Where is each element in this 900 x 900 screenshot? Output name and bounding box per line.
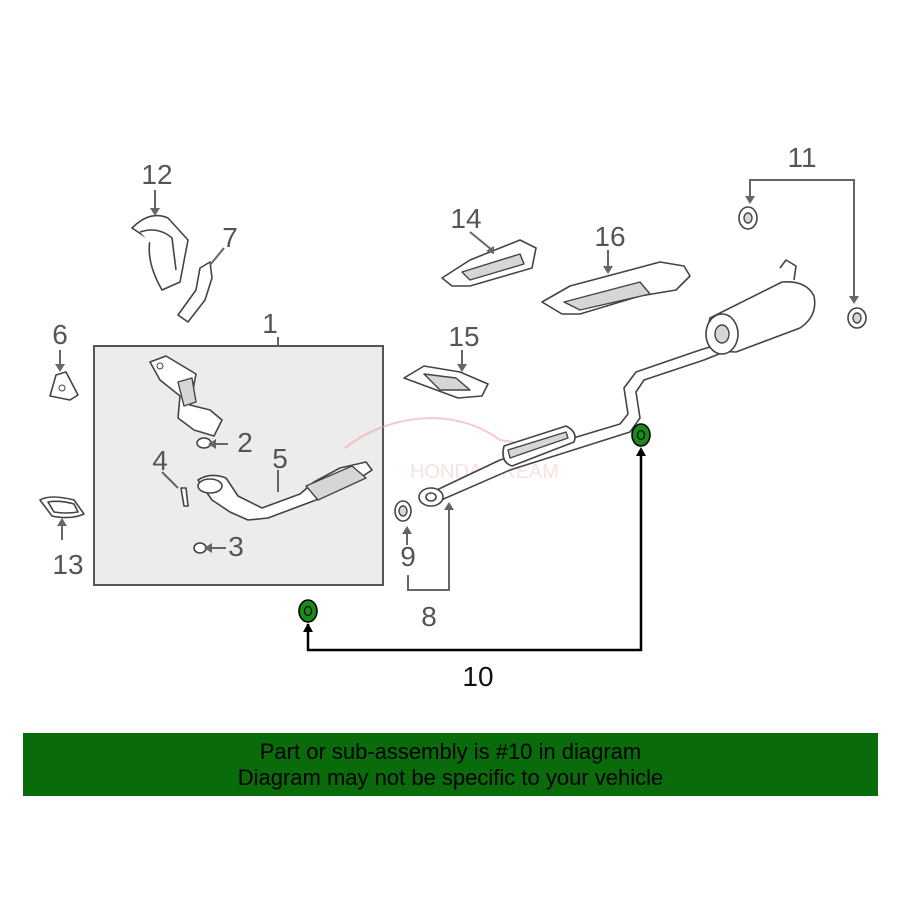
callout-1: 1 [262, 308, 278, 339]
callout-3: 3 [228, 531, 244, 562]
callout-5: 5 [272, 443, 288, 474]
banner-line-2: Diagram may not be specific to your vehi… [237, 765, 664, 790]
part-10-rubber-highlight-a[interactable] [631, 423, 651, 447]
callout-2: 2 [237, 427, 253, 458]
callout-9: 9 [400, 541, 416, 572]
callout-15: 15 [448, 321, 479, 352]
callout-12: 12 [141, 159, 172, 190]
callout-6: 6 [52, 319, 68, 350]
part-4-stud [180, 487, 189, 507]
callout-4: 4 [152, 445, 168, 476]
callout-11: 11 [787, 142, 816, 173]
callout-8: 8 [421, 601, 437, 632]
info-banner: Part or sub-assembly is #10 in diagram D… [23, 733, 878, 796]
assembly-1-box [93, 345, 384, 586]
callout-14: 14 [450, 203, 481, 234]
callout-13: 13 [52, 549, 83, 580]
part-2-nut [196, 437, 212, 449]
part-10-rubber-highlight-b[interactable] [298, 599, 318, 623]
part-7-bracket [177, 261, 213, 323]
callout-10: 10 [462, 661, 493, 692]
banner-line-1: Part or sub-assembly is #10 in diagram [259, 739, 642, 764]
callout-16: 16 [594, 221, 625, 252]
callout-7: 7 [222, 222, 238, 253]
